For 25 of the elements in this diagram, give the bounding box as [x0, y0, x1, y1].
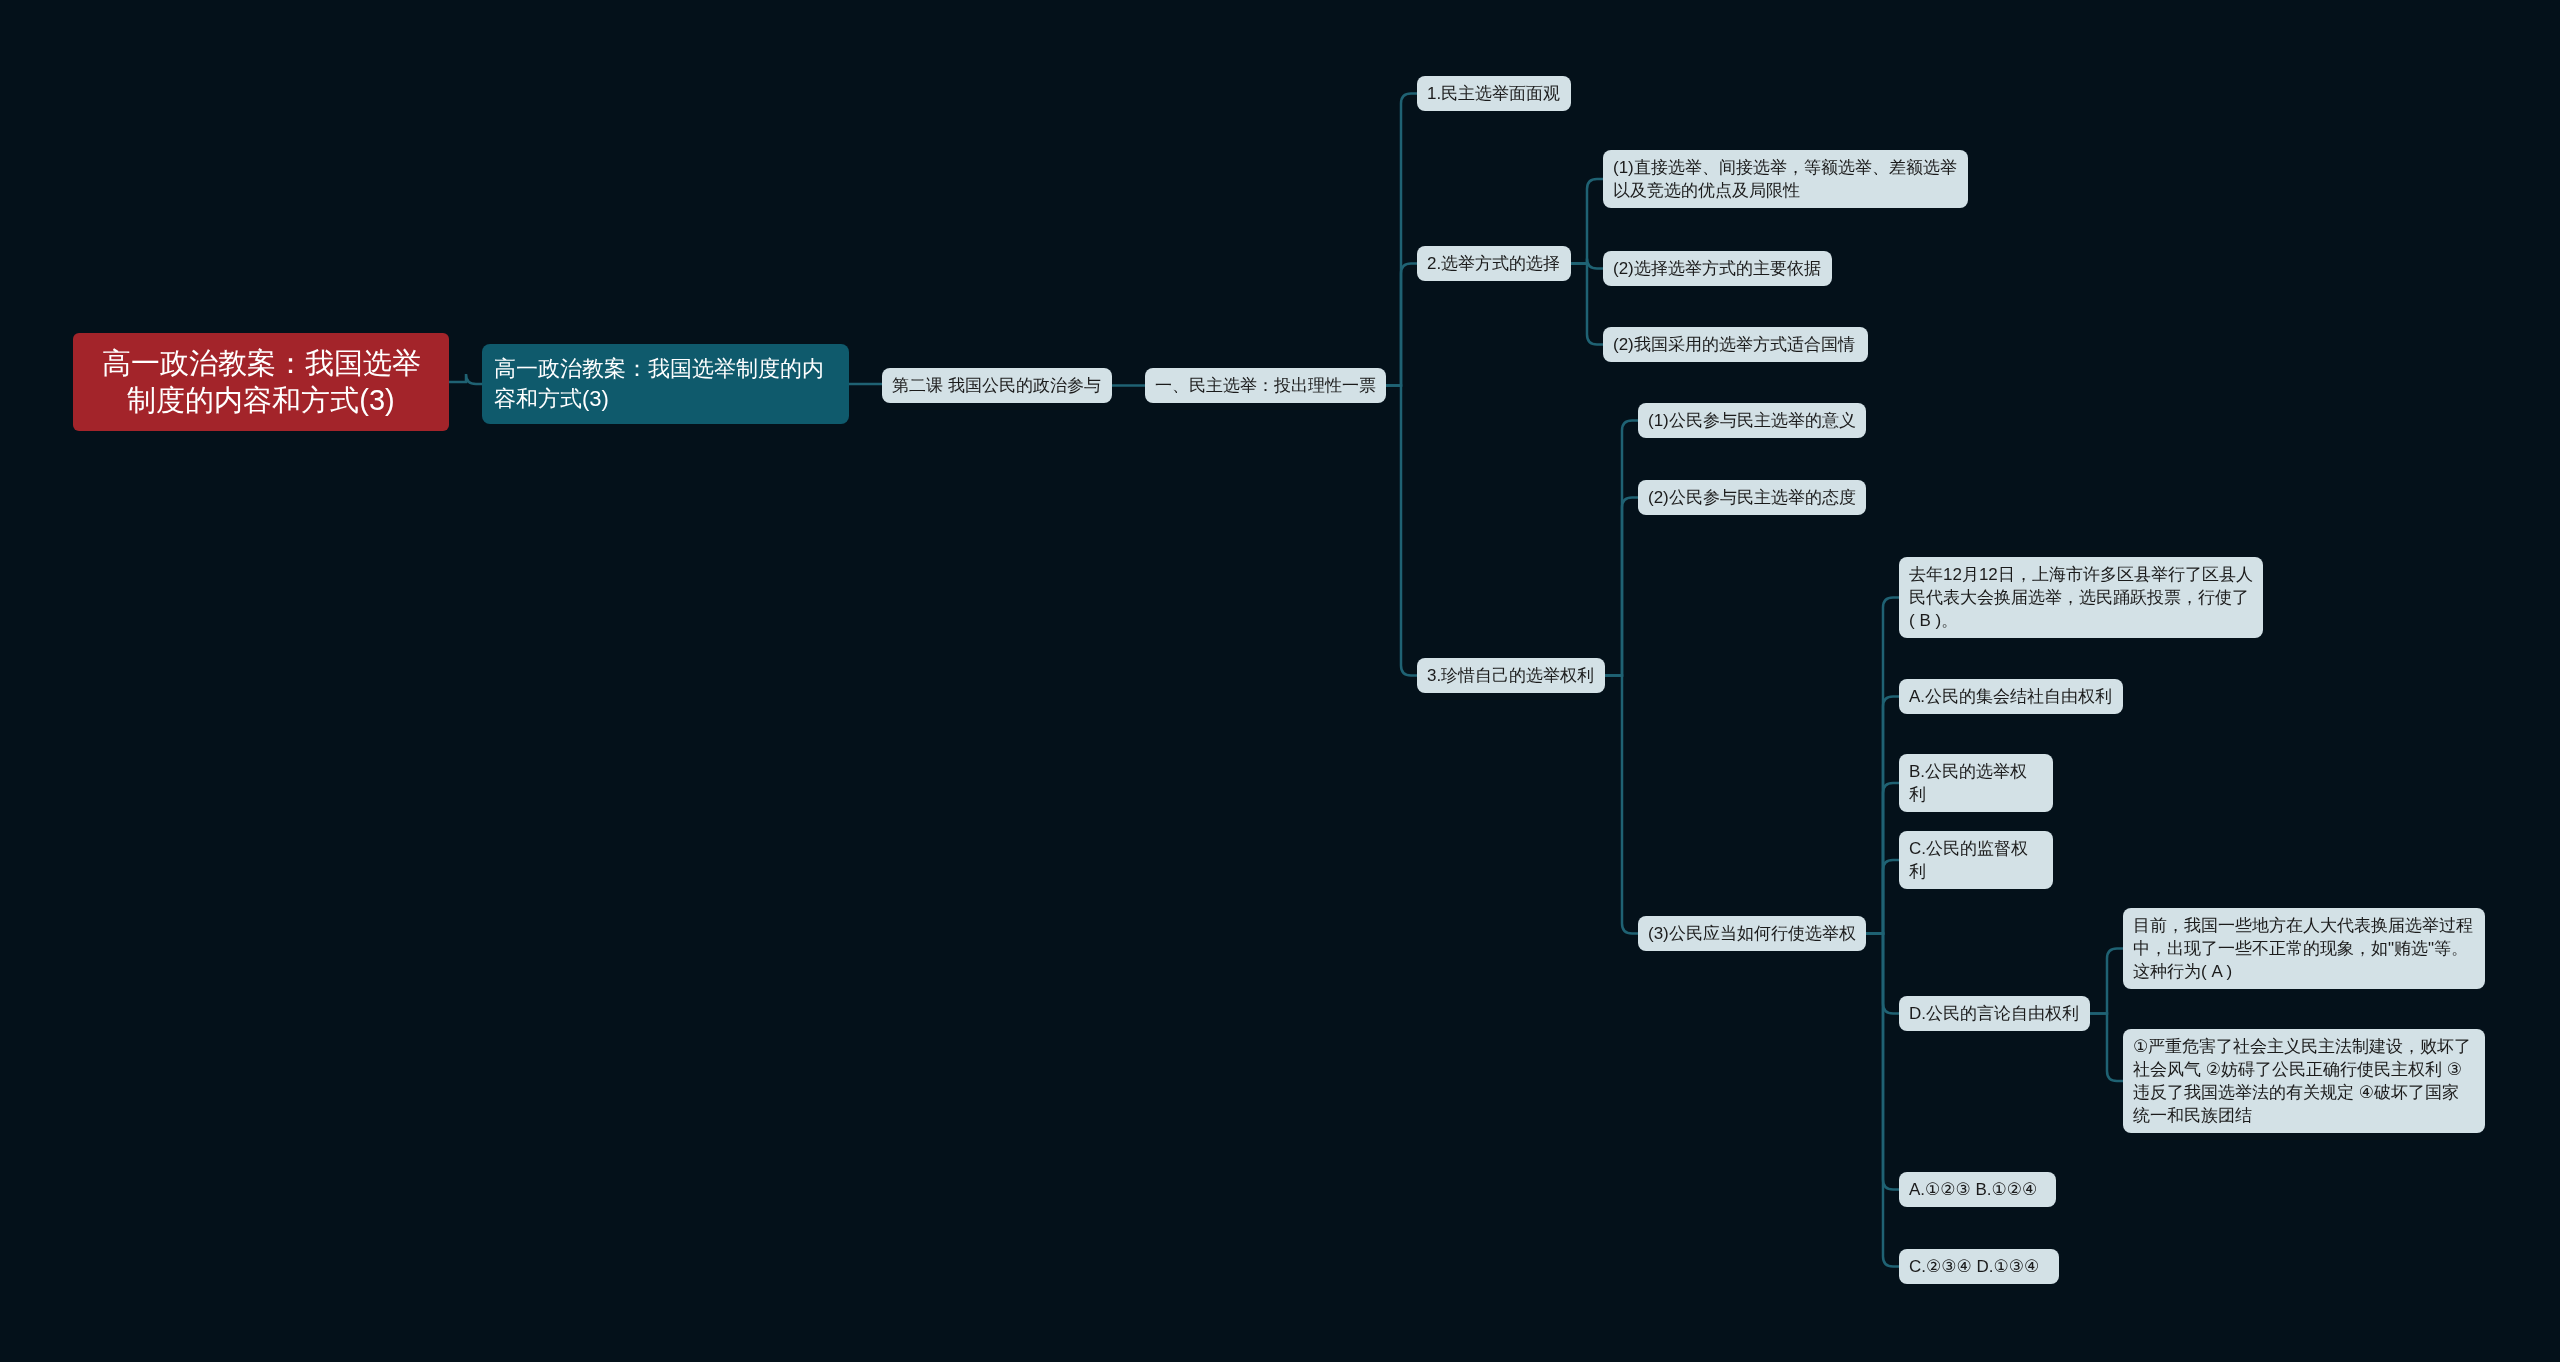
topic-box: 一、民主选举：投出理性一票: [1145, 368, 1386, 403]
topic-box: (1)直接选举、间接选举，等额选举、差额选举以及竞选的优点及局限性: [1603, 150, 1968, 208]
topic-box: 目前，我国一些地方在人大代表换届选举过程中，出现了一些不正常的现象，如"贿选"等。这种行为( A ): [2123, 908, 2485, 989]
topic-box: (3)公民应当如何行使选举权: [1638, 916, 1866, 951]
connector-line: [1112, 384, 1145, 387]
topic-box: D.公民的言论自由权利: [1899, 996, 2090, 1031]
topic-box: 高一政治教案：我国选举制度的内容和方式(3): [482, 344, 849, 424]
topic-box: (2)公民参与民主选举的态度: [1638, 480, 1866, 515]
topic-box: (2)我国采用的选举方式适合国情: [1603, 327, 1868, 362]
topic-box: ①严重危害了社会主义民主法制建设，败坏了社会风气 ②妨碍了公民正确行使民主权利 ③违反了我国选举法的有关规定 ④破坏了国家统一和民族团结: [2123, 1029, 2485, 1133]
topic-box: (2)选择选举方式的主要依据: [1603, 251, 1832, 286]
connector-line: [849, 382, 882, 386]
topic-box: (1)公民参与民主选举的意义: [1638, 403, 1866, 438]
topic-box: 第二课 我国公民的政治参与: [882, 368, 1112, 403]
topic-box: A.公民的集会结社自由权利: [1899, 679, 2123, 714]
connector-line: [449, 372, 482, 386]
topic-box: 去年12月12日，上海市许多区县举行了区县人民代表大会换届选举，选民踊跃投票，行使了( B )。: [1899, 557, 2263, 638]
topic-box: 3.珍惜自己的选举权利: [1417, 658, 1605, 693]
topic-box: C.公民的监督权利: [1899, 831, 2053, 889]
topic-box: C.②③④ D.①③④: [1899, 1249, 2059, 1284]
topic-box: 2.选举方式的选择: [1417, 246, 1571, 281]
topic-box: 1.民主选举面面观: [1417, 76, 1571, 111]
topic-box: B.公民的选举权利: [1899, 754, 2053, 812]
topic-box: A.①②③ B.①②④: [1899, 1172, 2056, 1207]
root-topic-box: 高一政治教案：我国选举制度的内容和方式(3): [73, 333, 449, 431]
